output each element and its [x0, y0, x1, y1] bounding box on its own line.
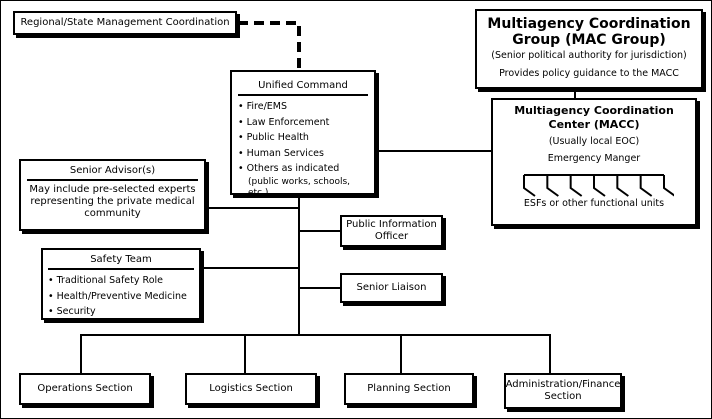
unified-command-member: Others as indicated: [238, 161, 368, 177]
macc-title: Multiagency Coordination Center (MACC): [514, 104, 674, 131]
safety-team-role: Traditional Safety Role: [48, 273, 194, 289]
operations-section-label: Operations Section: [37, 383, 133, 394]
safety-team-role: Health/Preventive Medicine: [48, 289, 194, 305]
administration-finance-section-label: Administration/Finance Section: [505, 379, 621, 402]
mac-group-title: Multiagency Coordination Group (MAC Grou…: [487, 16, 691, 48]
senior-liaison-label: Senior Liaison: [356, 282, 427, 293]
mac-group-box[interactable]: Multiagency Coordination Group (MAC Grou…: [475, 9, 703, 89]
unified-command-note: (public works, schools, etc.): [248, 176, 351, 198]
senior-liaison-box[interactable]: Senior Liaison: [340, 273, 443, 303]
functional-unit-branch: [593, 175, 606, 197]
functional-unit-branch: [523, 175, 536, 197]
unified-command-title: Unified Command: [238, 79, 368, 96]
unified-command-member: Public Health: [238, 130, 368, 146]
planning-section-box[interactable]: Planning Section: [344, 373, 474, 405]
safety-team-role: Security: [48, 304, 194, 320]
functional-unit-branch: [663, 175, 674, 197]
logistics-section-label: Logistics Section: [209, 383, 293, 394]
macc-box[interactable]: Multiagency Coordination Center (MACC) (…: [491, 98, 697, 226]
regional-coordination-box[interactable]: Regional/State Management Coordination: [13, 11, 237, 35]
emergency-manager: Emergency Manger: [547, 153, 641, 164]
unified-command-member: Law Enforcement: [238, 115, 368, 131]
senior-advisor-box[interactable]: Senior Advisor(s) May include pre-select…: [19, 159, 206, 231]
unified-command-member: Fire/EMS: [238, 99, 368, 115]
mac-group-subtitle: (Senior political authority for jurisdic…: [491, 50, 687, 61]
senior-advisor-text: May include pre-selected experts represe…: [29, 184, 196, 219]
planning-section-label: Planning Section: [367, 383, 451, 394]
functional-unit-branch: [569, 175, 583, 197]
logistics-section-box[interactable]: Logistics Section: [185, 373, 317, 405]
functional-units-tree: [523, 174, 674, 197]
safety-team-roles: Traditional Safety RoleHealth/Preventive…: [48, 273, 194, 320]
dashed-connector: [238, 21, 301, 69]
public-information-officer-box[interactable]: Public Information Officer: [340, 215, 443, 247]
safety-team-title: Safety Team: [48, 253, 194, 270]
unified-command-members: Fire/EMSLaw EnforcementPublic HealthHuma…: [238, 99, 368, 177]
macc-subtitle: (Usually local EOC): [548, 136, 640, 147]
mac-group-guidance: Provides policy guidance to the MACC: [499, 68, 679, 79]
safety-team-box[interactable]: Safety Team Traditional Safety RoleHealt…: [41, 248, 201, 320]
functional-unit-branch: [639, 175, 653, 197]
regional-coordination-label: Regional/State Management Coordination: [20, 17, 230, 28]
functional-unit-branch: [546, 175, 559, 197]
functional-unit-branch: [616, 175, 629, 197]
unified-command-box[interactable]: Unified Command Fire/EMSLaw EnforcementP…: [230, 70, 376, 198]
unified-command-member: Human Services: [238, 146, 368, 162]
operations-section-box[interactable]: Operations Section: [19, 373, 151, 405]
senior-advisor-title: Senior Advisor(s): [27, 164, 198, 181]
functional-units-label: ESFs or other functional units: [523, 198, 665, 209]
administration-finance-section-box[interactable]: Administration/Finance Section: [504, 373, 622, 409]
public-information-officer-label: Public Information Officer: [346, 219, 437, 242]
